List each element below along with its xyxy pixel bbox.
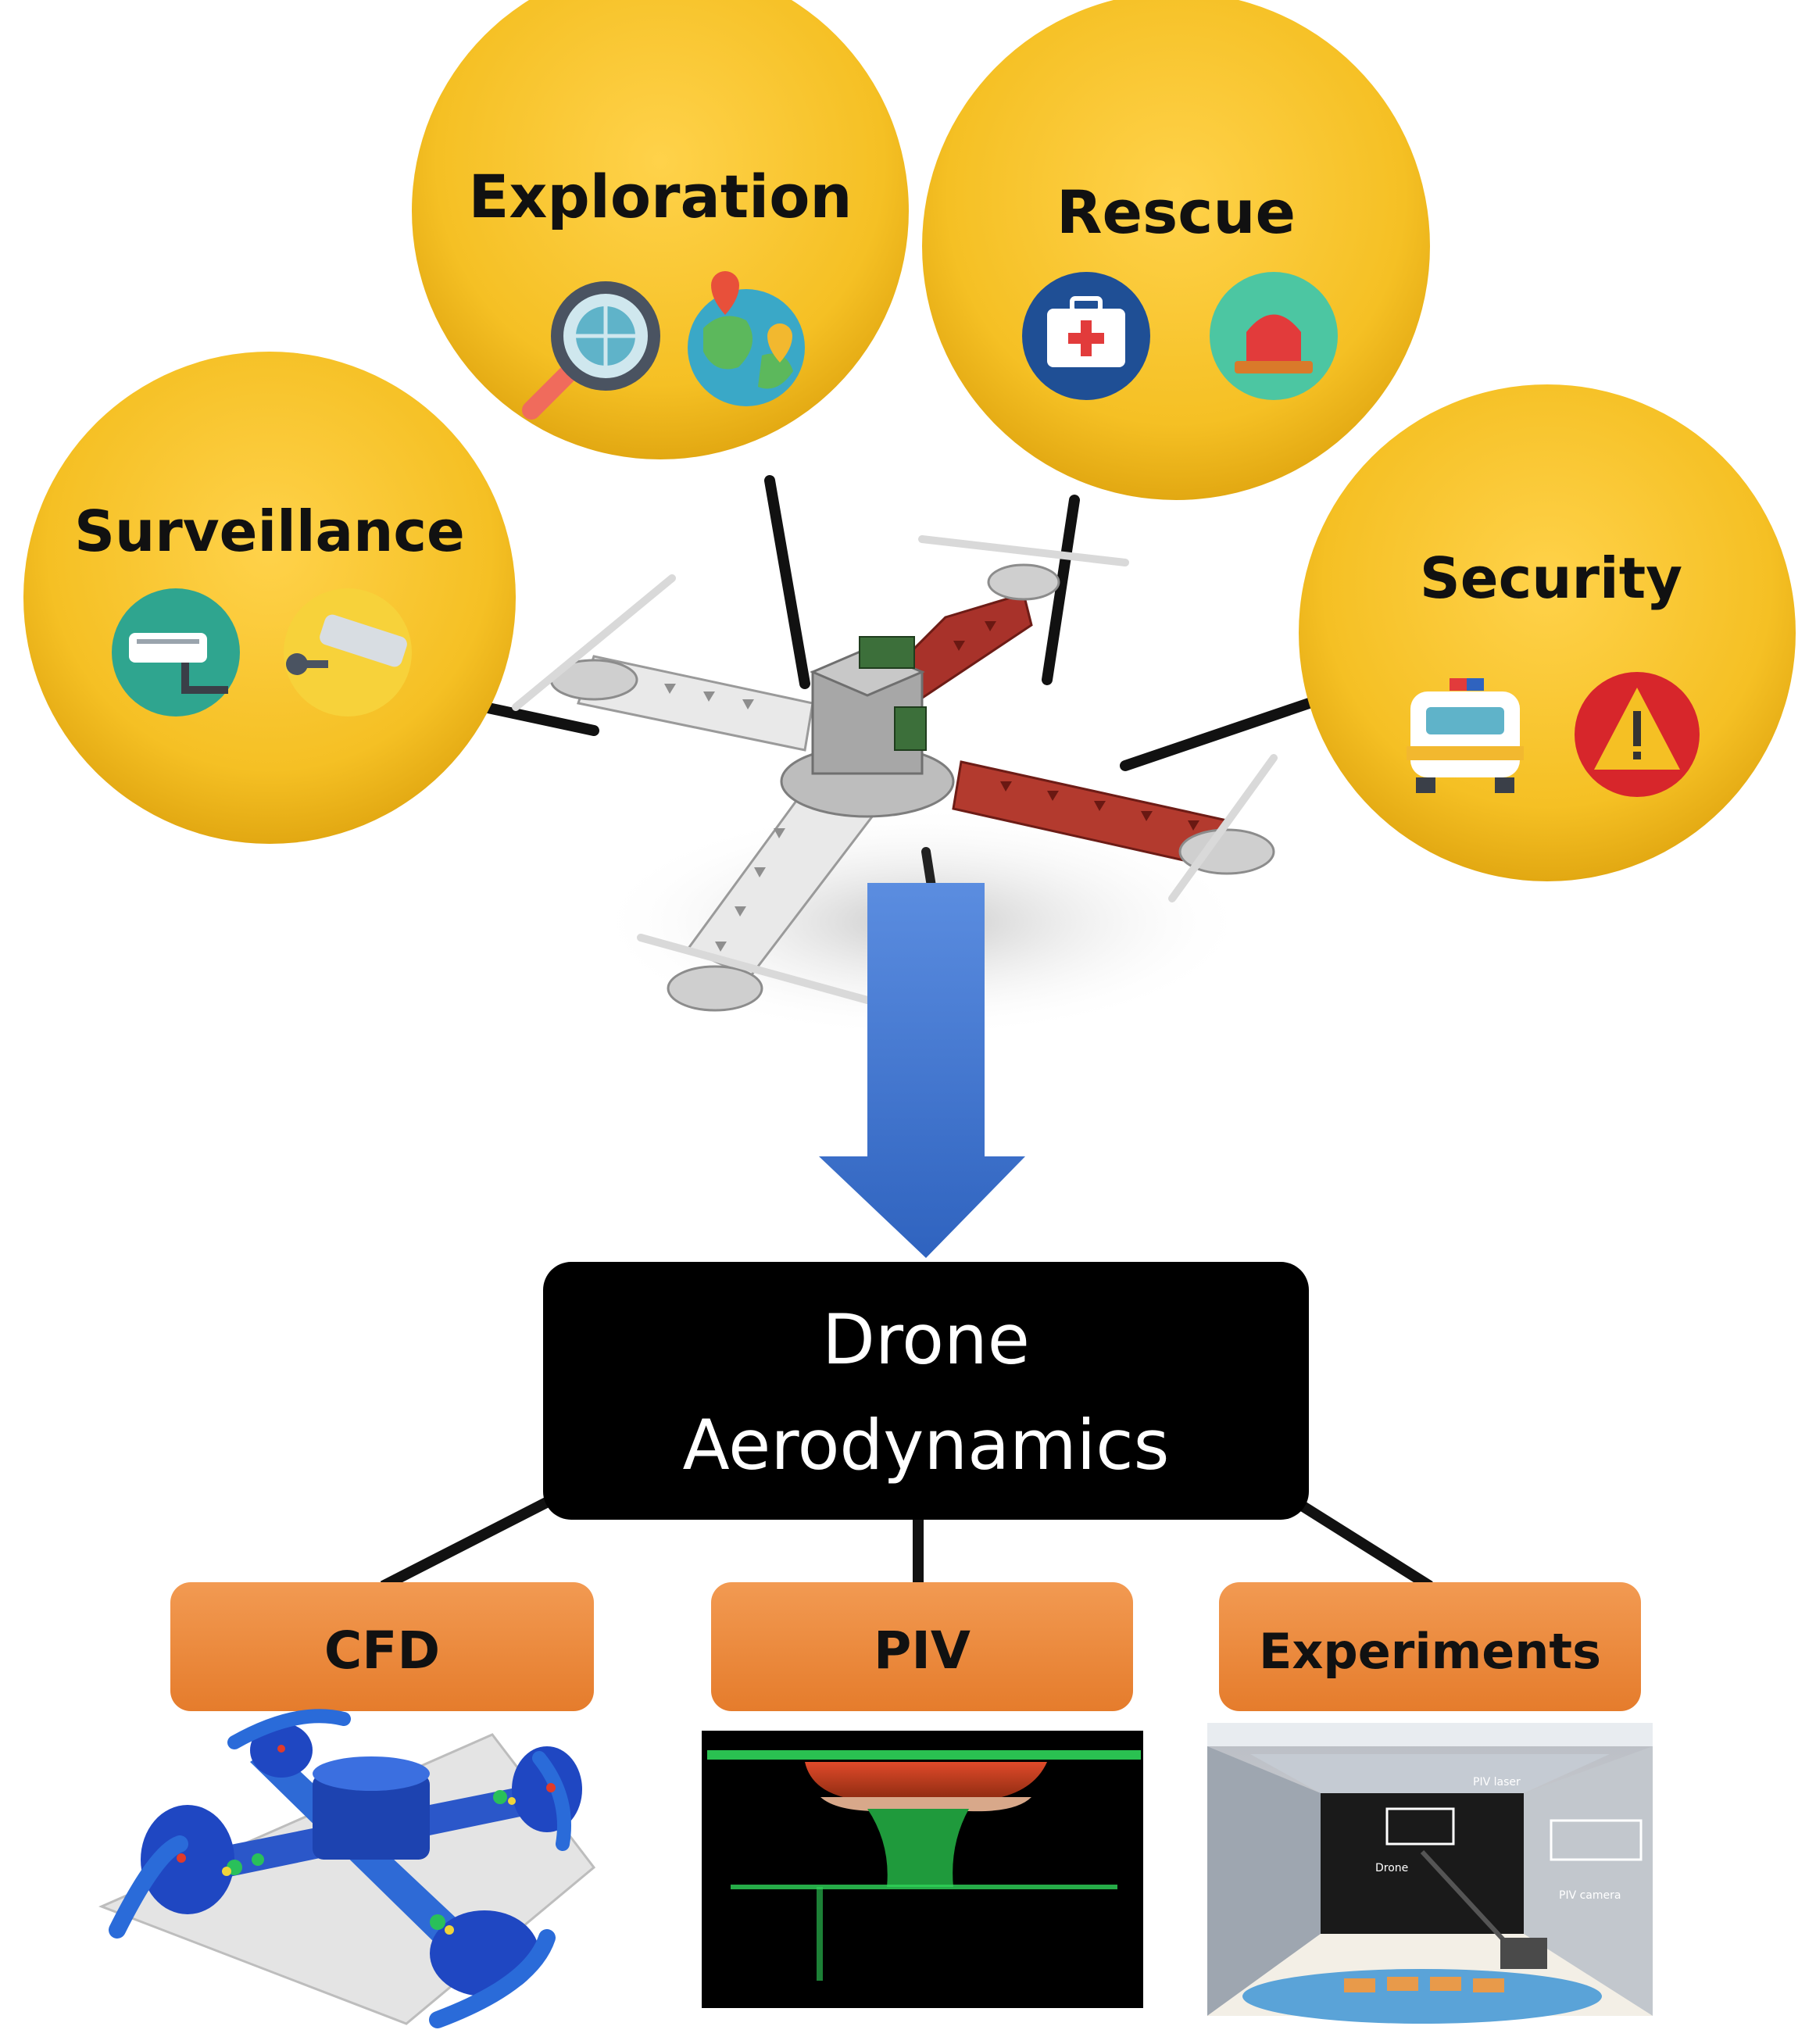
bubble-exploration: Exploration	[412, 0, 909, 459]
magnifier-globe-icon	[522, 281, 660, 420]
down-arrow	[819, 883, 1025, 1258]
experiment-label-piv-camera: PIV camera	[1559, 1889, 1621, 1902]
bubble-title-exploration: Exploration	[468, 162, 852, 231]
bubble-title-rescue: Rescue	[1056, 177, 1296, 247]
bubble-rescue: Rescue	[922, 0, 1430, 500]
bubble-surveillance: Surveillance	[23, 352, 516, 844]
method-box-cfd: CFD	[170, 1582, 594, 1711]
center-title-line2: Aerodynamics	[683, 1405, 1170, 1485]
bubble-security: Security	[1299, 384, 1796, 881]
police-car-icon	[1407, 678, 1524, 793]
cfd-simulation-image	[98, 1709, 596, 2028]
warning-sign-icon	[1575, 672, 1700, 797]
cctv-camera-icon	[112, 588, 240, 716]
experiment-photo: PIV laser Drone PIV camera	[1207, 1723, 1653, 2024]
experiment-label-piv-laser: PIV laser	[1473, 1776, 1521, 1789]
method-label-piv: PIV	[874, 1621, 971, 1681]
center-title-line1: Drone	[822, 1299, 1030, 1380]
security-camera-icon	[284, 588, 412, 716]
bubble-title-security: Security	[1420, 545, 1682, 611]
center-box: Drone Aerodynamics	[543, 1262, 1309, 1520]
connector-lines	[479, 475, 1326, 771]
method-box-experiments: Experiments	[1219, 1582, 1641, 1711]
method-label-experiments: Experiments	[1259, 1623, 1601, 1680]
alarm-siren-icon	[1210, 272, 1338, 400]
experiment-label-drone: Drone	[1375, 1862, 1408, 1874]
method-box-piv: PIV	[711, 1582, 1133, 1711]
world-map-pin-icon	[688, 271, 805, 406]
first-aid-kit-icon	[1022, 272, 1150, 400]
bubble-title-surveillance: Surveillance	[74, 498, 465, 564]
method-label-cfd: CFD	[324, 1621, 440, 1681]
method-connectors	[380, 1495, 1433, 1592]
piv-image	[702, 1731, 1143, 2008]
